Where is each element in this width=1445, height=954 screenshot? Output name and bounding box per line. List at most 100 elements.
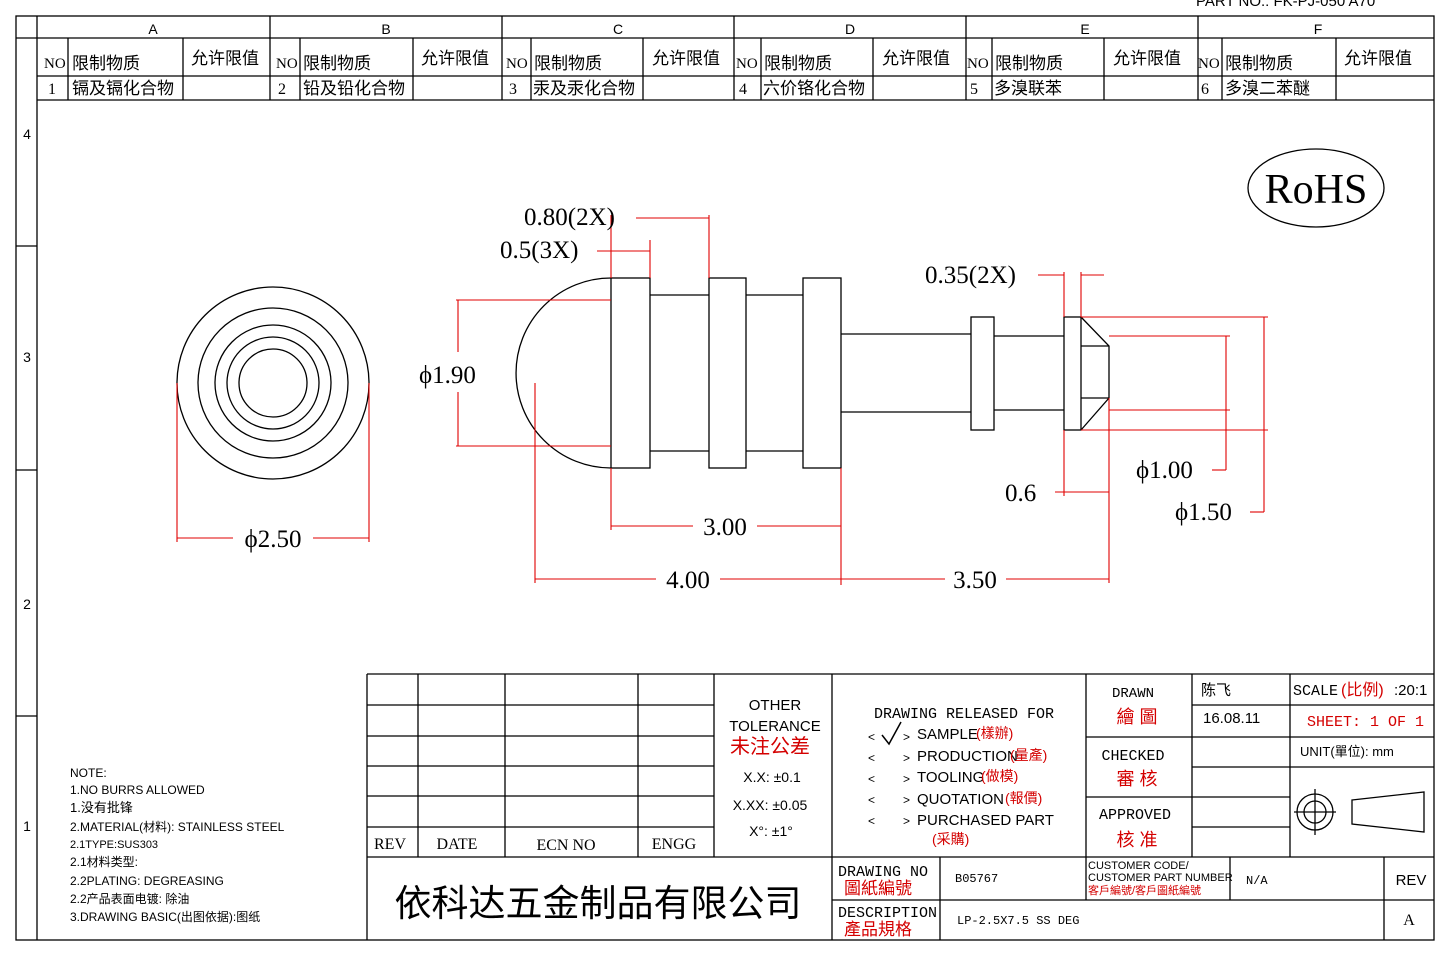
drawing-no-label-cn: 圖紙編號	[844, 879, 912, 898]
drawn-date: 16.08.11	[1203, 710, 1260, 727]
scale-label-cn: (比例)	[1341, 681, 1384, 699]
zone-row-4: 4	[23, 126, 31, 142]
release-option: < > TOOLING (做模)	[868, 768, 1018, 786]
tolerance-x-xx: X.XX: ±0.05	[733, 797, 808, 813]
release-label: SAMPLE	[917, 726, 978, 743]
zone-row-2: 2	[23, 596, 31, 612]
substance-name: 六价铬化合物	[763, 79, 865, 98]
dim-length-3-50: 3.50	[953, 567, 997, 594]
notes: NOTE: 1.NO BURRS ALLOWED 1.没有批锋 2.MATERI…	[70, 766, 285, 924]
company-name: 依科达五金制品有限公司	[395, 883, 802, 925]
note-line: NOTE:	[70, 766, 107, 780]
release-label-cn: (樣辦)	[976, 725, 1013, 741]
zone-col-d: D	[845, 21, 855, 37]
dim-diameter-1-50: ϕ1.50	[1175, 499, 1232, 526]
tolerance-block: OTHER TOLERANCE 未注公差 X.X: ±0.1 X.XX: ±0.…	[729, 697, 820, 839]
dim-diameter-2-50: ϕ2.50	[245, 526, 302, 553]
bracket-left: <	[868, 730, 875, 744]
dim-length-4-00: 4.00	[666, 567, 710, 594]
scale-value: :20:1	[1394, 682, 1427, 699]
drawn-by-name: 陈飞	[1201, 681, 1231, 699]
release-label: TOOLING	[917, 769, 984, 786]
note-line: 2.1材料类型:	[70, 855, 138, 869]
ecn-header: ECN NO	[536, 837, 595, 854]
bracket-right: >	[903, 814, 910, 828]
bracket-left: <	[868, 793, 875, 807]
zone-col-c: C	[613, 21, 623, 37]
note-line: 2.MATERIAL(材料): STAINLESS STEEL	[70, 820, 285, 834]
rohs-text: RoHS	[1265, 167, 1368, 213]
rev-label: REV	[1396, 872, 1427, 889]
scale-label: SCALE	[1293, 683, 1338, 700]
tolerance-angle: X°: ±1°	[749, 823, 793, 839]
zone-col-f: F	[1314, 21, 1323, 37]
release-option: < > QUOTATION (報價)	[868, 790, 1042, 808]
rev-value: A	[1403, 912, 1415, 929]
dimensions: 0.80(2X) 0.5(3X) ϕ1.90 0.35(2X) ϕ1.00 0.…	[419, 204, 1268, 594]
col-header-limit: 允许限值	[421, 49, 489, 68]
end-view: ϕ2.50	[176, 286, 370, 553]
zone-labels: A B C D E F 4 3 2 1	[23, 21, 1322, 834]
description-value: LP-2.5X7.5 SS DEG	[957, 914, 1079, 928]
date-header: DATE	[437, 836, 478, 853]
col-header-substance: 限制物质	[764, 54, 832, 73]
col-header-limit: 允许限值	[652, 49, 720, 68]
col-header-limit: 允许限值	[882, 49, 950, 68]
release-label: QUOTATION	[917, 791, 1004, 808]
tolerance-title-1: OTHER	[749, 697, 802, 714]
drawing-no-label: DRAWING NO	[838, 864, 928, 881]
release-block: DRAWING RELEASED FOR < > SAMPLE (樣辦) < >…	[868, 706, 1054, 847]
side-view	[515, 277, 1110, 469]
drawn-label-cn: 繪 圖	[1116, 707, 1157, 727]
col-header-substance: 限制物质	[534, 54, 602, 73]
bracket-left: <	[868, 814, 875, 828]
check-mark-icon	[881, 721, 902, 746]
drawing-frame	[15, 15, 1435, 941]
bracket-right: >	[903, 772, 910, 786]
approval-block: DRAWN 繪 圖 CHECKED 審 核 APPROVED 核 准 陈飞 16…	[1099, 681, 1260, 850]
approved-label-cn: 核 准	[1116, 830, 1157, 850]
description-label-cn: 產品規格	[844, 920, 912, 939]
substance-no: 5	[970, 81, 978, 98]
dim-width-0-35: 0.35(2X)	[925, 262, 1016, 289]
release-label: PRODUCTION	[917, 748, 1018, 765]
col-header-no: NO	[1198, 56, 1220, 72]
part-number: PART NO.: FK-PJ-050 A70	[1196, 0, 1375, 10]
release-label-cn: (報價)	[1005, 790, 1042, 806]
dim-width-0-5: 0.5(3X)	[500, 237, 578, 264]
zone-col-e: E	[1080, 21, 1089, 37]
sheet-number: SHEET: 1 OF 1	[1307, 714, 1424, 731]
bracket-right: >	[903, 751, 910, 765]
col-header-no: NO	[44, 56, 66, 72]
restriction-table: NO 限制物质 允许限值 NO 限制物质 允许限值 NO 限制物质 允许限值 N…	[37, 38, 1434, 101]
bracket-left: <	[868, 772, 875, 786]
substance-name: 铅及铅化合物	[303, 79, 405, 98]
release-option: < > PURCHASED PART (采購)	[868, 812, 1054, 847]
dim-length-3-00: 3.00	[703, 514, 747, 541]
note-line: 1.NO BURRS ALLOWED	[70, 783, 205, 797]
bracket-left: <	[868, 751, 875, 765]
col-header-no: NO	[506, 56, 528, 72]
note-line: 2.2PLATING: DEGREASING	[70, 874, 224, 888]
zone-row-1: 1	[23, 818, 31, 834]
checked-label-cn: 審 核	[1116, 769, 1157, 789]
note-line: 3.DRAWING BASIC(出图依据):图纸	[70, 909, 260, 924]
rev-header: REV	[374, 836, 406, 853]
approved-label: APPROVED	[1099, 807, 1171, 824]
note-line: 2.1TYPE:SUS303	[70, 839, 158, 851]
release-title: DRAWING RELEASED FOR	[874, 706, 1054, 723]
zone-row-3: 3	[23, 349, 31, 365]
substance-name: 镉及镉化合物	[72, 79, 174, 98]
drawn-label: DRAWN	[1112, 686, 1154, 702]
col-header-substance: 限制物质	[72, 54, 140, 73]
col-header-substance: 限制物质	[1225, 54, 1293, 73]
col-header-no: NO	[967, 56, 989, 72]
col-header-limit: 允许限值	[1344, 49, 1412, 68]
dim-diameter-1-90: ϕ1.90	[419, 362, 476, 389]
note-line: 1.没有批锋	[70, 800, 133, 815]
note-line: 2.2产品表面电镀: 除油	[70, 891, 189, 906]
release-label-cn: (做模)	[981, 768, 1018, 784]
col-header-limit: 允许限值	[191, 49, 259, 68]
customer-part-number-label: CUSTOMER PART NUMBER	[1088, 872, 1233, 884]
rohs-stamp: RoHS	[1247, 148, 1385, 228]
